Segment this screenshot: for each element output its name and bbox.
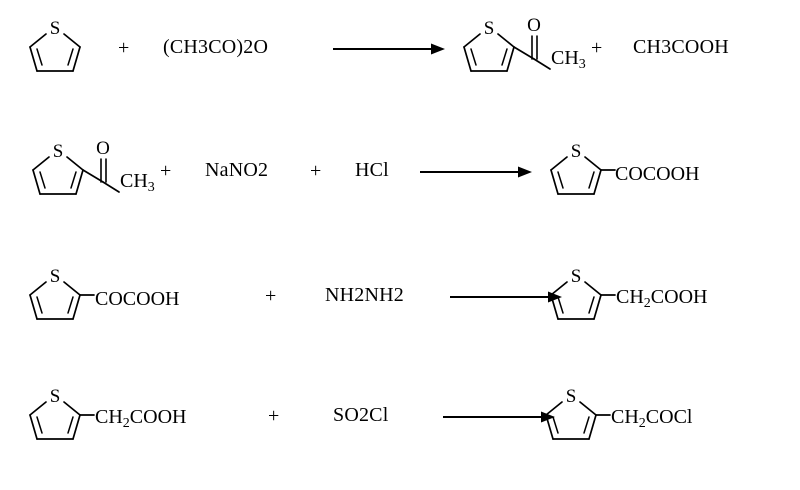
- acetyl-methyl-label: CH3: [120, 170, 155, 195]
- reagent-acetic-anhydride: (CH3CO)2O: [163, 36, 269, 58]
- reaction-arrow-4: [443, 410, 555, 424]
- structure-thiophene-2-acetic-acid: S CH2COOH: [24, 386, 186, 452]
- plus-sign: +: [118, 37, 130, 59]
- plus-sign: +: [310, 160, 322, 182]
- plus-sign: +: [268, 405, 280, 427]
- ring-sulfur-label: S: [571, 141, 582, 162]
- structure-2-acetylthiophene: S O CH3: [24, 135, 155, 209]
- substituent-label: CH2COOH: [616, 286, 708, 311]
- plus-sign: +: [591, 37, 603, 59]
- ring-sulfur-label: S: [566, 386, 577, 407]
- ring-sulfur-label: S: [484, 18, 495, 39]
- structure-thiophene-2-acetyl-chloride: S CH2COCl: [540, 386, 692, 452]
- ring-sulfur-label: S: [53, 141, 64, 162]
- structure-thiophene-2-acetic-acid: S CH2COOH: [545, 266, 707, 332]
- reaction-row-4: S CH2COOH + SO2Cl: [0, 370, 800, 490]
- structure-thiophene-2-glyoxylic-acid: S COCOOH: [24, 266, 179, 332]
- plus-sign: +: [160, 160, 172, 182]
- ring-sulfur-label: S: [571, 266, 582, 287]
- reaction-arrow-1: [333, 42, 445, 56]
- substituent-label: CH2COOH: [95, 406, 187, 431]
- substituent-label: COCOOH: [95, 288, 180, 310]
- reaction-row-3: S COCOOH + NH2NH2: [0, 250, 800, 370]
- carbonyl-oxygen-label: O: [96, 138, 110, 159]
- reaction-row-1: S + (CH3CO)2O: [0, 0, 800, 120]
- ring-sulfur-label: S: [50, 18, 61, 39]
- substituent-label: CH2COCl: [611, 406, 693, 431]
- structure-2-acetylthiophene: S O: [455, 12, 586, 86]
- structure-thiophene: S: [24, 18, 86, 84]
- substituent-label: COCOOH: [615, 163, 700, 185]
- ring-sulfur-label: S: [50, 266, 61, 287]
- acetyl-methyl-label: CH3: [551, 47, 586, 72]
- reaction-row-2: S O CH3: [0, 125, 800, 245]
- plus-sign: +: [265, 285, 277, 307]
- reagent-hydrochloric-acid: HCl: [355, 159, 389, 181]
- ring-sulfur-label: S: [50, 386, 61, 407]
- reaction-arrow-2: [420, 165, 532, 179]
- product-acetic-acid: CH3COOH: [633, 36, 729, 58]
- structure-thiophene-2-glyoxylic-acid: S COCOOH: [545, 141, 699, 207]
- reagent-hydrazine: NH2NH2: [325, 284, 404, 306]
- reagent-sodium-nitrite: NaNO2: [205, 159, 269, 181]
- carbonyl-oxygen-label: O: [527, 15, 541, 36]
- reagent-thionyl-chloride: SO2Cl: [333, 404, 389, 426]
